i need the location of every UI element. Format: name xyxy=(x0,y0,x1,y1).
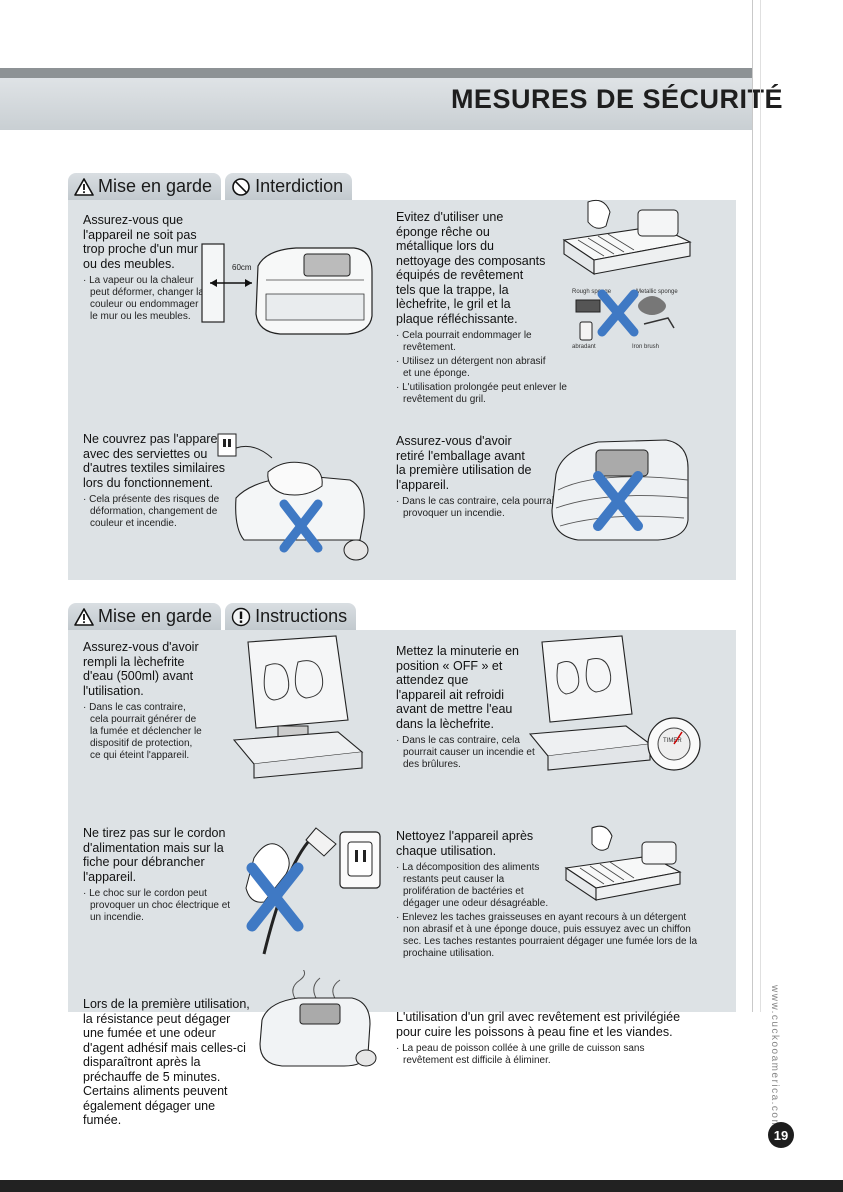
item-note: La décomposition des aliments restants p… xyxy=(396,862,553,910)
tab-caution-2: Mise en garde xyxy=(68,603,222,630)
covered-grill-illustration xyxy=(217,433,369,561)
s1-item-wall-distance: Assurez-vous que l'appareil ne soit pas … xyxy=(83,213,205,323)
pulling-cord-illustration xyxy=(245,827,381,955)
item-note: Utilisez un détergent non abrasif et une… xyxy=(396,356,553,380)
prohibition-icon xyxy=(231,177,251,197)
label-rough-sponge: Rough sponge xyxy=(572,289,612,295)
distance-callout: 60cm xyxy=(232,263,252,272)
item-note: Cela présente des risques de déformation… xyxy=(83,494,225,530)
item-lead: Assurez-vous que l'appareil ne soit pas … xyxy=(83,213,198,271)
cross-mark-icon xyxy=(593,471,643,531)
cross-mark-icon xyxy=(279,499,323,553)
s2-item-unplug: Ne tirez pas sur le cordon d'alimentatio… xyxy=(83,826,243,924)
tab-caution-label: Mise en garde xyxy=(98,606,213,626)
item-note: Dans le cas contraire, cela pourrait pro… xyxy=(396,496,563,520)
label-abradant: abradant xyxy=(572,344,596,350)
packaged-grill-illustration xyxy=(551,439,689,541)
tab-instructions-label: Instructions xyxy=(255,606,348,626)
item-lead: Ne couvrez pas l'appareil avec des servi… xyxy=(83,432,226,490)
item-note: Dans le cas contraire, cela pourrait gén… xyxy=(83,702,205,762)
warning-icon xyxy=(74,607,94,627)
item-note: Enlevez les taches graisseuses en ayant … xyxy=(396,912,703,960)
item-lead: Mettez la minuterie en position « OFF » … xyxy=(396,644,519,731)
item-note: Le choc sur le cordon peut provoquer un … xyxy=(83,888,240,924)
s1-item-remove-packaging: Assurez-vous d'avoir retiré l'emballage … xyxy=(396,434,557,520)
tab-prohibition-label: Interdiction xyxy=(255,176,344,196)
grill-near-wall-illustration: 60cm xyxy=(201,243,373,335)
s2-item-fill-drip-tray: Assurez-vous d'avoir rempli la lèchefrit… xyxy=(83,640,203,762)
bottom-bar xyxy=(0,1180,843,1192)
item-lead: Assurez-vous d'avoir rempli la lèchefrit… xyxy=(83,640,199,698)
timer-dial-label: TIMER xyxy=(663,738,682,744)
timer-grill-illustration: TIMER xyxy=(528,635,701,771)
title-band xyxy=(0,78,752,130)
item-lead: L'utilisation d'un gril avec revêtement … xyxy=(396,1010,681,1039)
tab-prohibition: Interdiction xyxy=(225,173,353,200)
tab-caution-label: Mise en garde xyxy=(98,176,213,196)
s2-item-first-use-smoke: Lors de la première utilisation, la rési… xyxy=(83,997,253,1128)
page-number: 19 xyxy=(768,1122,794,1148)
cleaning-grill-illustration: Rough sponge Metallic sponge abradant Ir… xyxy=(562,199,692,350)
item-lead: Nettoyez l'appareil après chaque utilisa… xyxy=(396,829,534,858)
page-edge-line-inner xyxy=(760,0,761,1012)
item-note: Dans le cas contraire, cela pourrait cau… xyxy=(396,735,538,771)
item-note: La peau de poisson collée à une grille d… xyxy=(396,1043,693,1067)
cleaning-grill-illustration-2 xyxy=(564,825,682,902)
s2-item-coated-grill: L'utilisation d'un gril avec revêtement … xyxy=(396,1010,696,1067)
item-note: Cela pourrait endommager le revêtement. xyxy=(396,330,553,354)
open-grill-drip-tray-illustration xyxy=(232,635,364,779)
label-iron-brush: Iron brush xyxy=(632,344,659,350)
item-lead: Lors de la première utilisation, la rési… xyxy=(83,997,250,1127)
cross-mark-icon xyxy=(597,289,639,337)
item-note: La vapeur ou la chaleur peut déformer, c… xyxy=(83,275,205,323)
item-lead: Ne tirez pas sur le cordon d'alimentatio… xyxy=(83,826,226,884)
page-edge-line xyxy=(752,0,753,1012)
page-title: MESURES DE SÉCURITÉ xyxy=(450,84,783,114)
cross-mark-icon xyxy=(246,862,304,932)
s2-item-clean-after-use: Nettoyez l'appareil après chaque utilisa… xyxy=(396,829,697,960)
s2-item-timer-off: Mettez la minuterie en position « OFF » … xyxy=(396,644,541,771)
s1-item-abrasive-sponge: Evitez d'utiliser une éponge rêche ou mé… xyxy=(396,210,576,406)
tab-caution-1: Mise en garde xyxy=(68,173,222,200)
section-header-2: Mise en garde Instructions xyxy=(68,603,357,630)
tab-instructions: Instructions xyxy=(225,603,357,630)
website-url: www.cuckooamerica.com xyxy=(769,985,780,1130)
item-note: L'utilisation prolongée peut enlever le … xyxy=(396,382,603,406)
item-lead: Evitez d'utiliser une éponge rêche ou mé… xyxy=(396,210,546,326)
exclamation-icon xyxy=(231,607,251,627)
item-lead: Assurez-vous d'avoir retiré l'emballage … xyxy=(396,434,532,492)
section-header-1: Mise en garde Interdiction xyxy=(68,173,353,200)
top-rule xyxy=(0,68,752,78)
smoking-grill-illustration xyxy=(259,970,377,1067)
label-metallic-sponge: Metallic sponge xyxy=(636,289,678,295)
s1-item-no-cover: Ne couvrez pas l'appareil avec des servi… xyxy=(83,432,228,530)
warning-icon xyxy=(74,177,94,197)
